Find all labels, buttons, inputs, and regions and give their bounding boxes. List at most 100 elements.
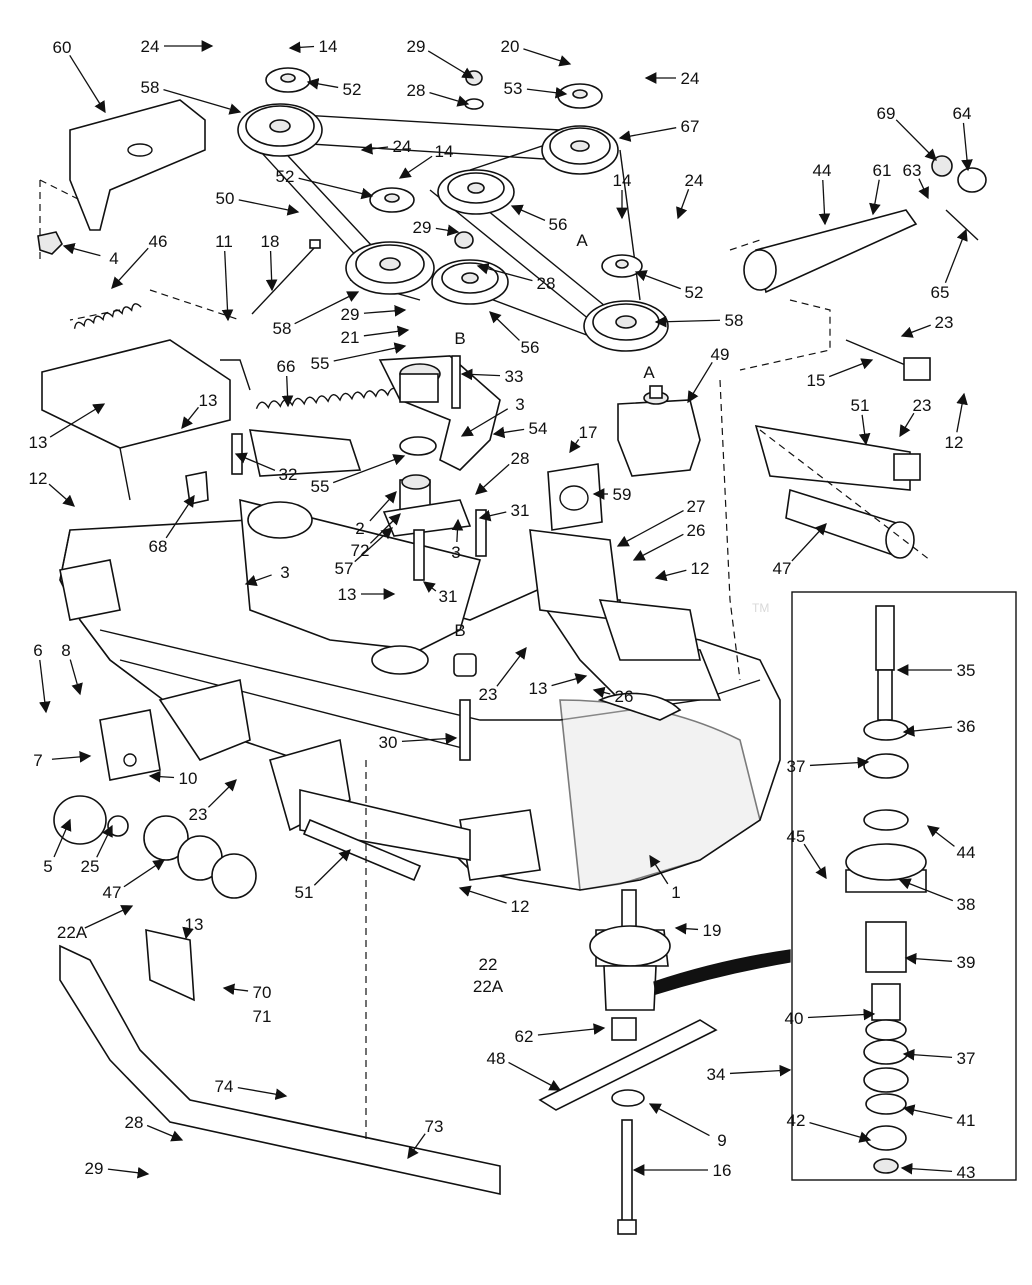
spindle-assembly [589, 889, 671, 1011]
callout-label-c7: 7 [33, 751, 42, 770]
callout-label-c54: 54 [529, 419, 548, 438]
rod-51 [302, 818, 422, 882]
callout-label-c12b: 12 [29, 469, 48, 488]
callout-label-c24c: 24 [393, 137, 412, 156]
callout-label-c49: 49 [711, 345, 730, 364]
leader-line-c8 [69, 659, 83, 696]
leader-line-c62 [537, 1023, 606, 1036]
roller-47-right [785, 488, 915, 559]
callout-label-c29c: 29 [341, 305, 360, 324]
callout-label-c29b: 29 [413, 218, 432, 237]
leader-line-c34 [729, 1064, 792, 1077]
leader-line-c12b [48, 483, 75, 507]
callout-label-c11: 11 [215, 232, 233, 251]
mount-bracket [529, 529, 701, 661]
callout-label-c28b: 28 [537, 274, 556, 293]
leader-line-c18 [265, 250, 278, 292]
leader-line-c28d [146, 1124, 184, 1142]
leader-line-c52b [298, 177, 374, 200]
leader-line-c15 [828, 358, 874, 378]
callout-label-c3a: 3 [515, 395, 524, 414]
spring-46 [73, 303, 142, 329]
leader-line-c23c [496, 646, 527, 687]
leader-line-c13b [181, 406, 199, 430]
leader-line-c66 [281, 375, 294, 408]
callout-label-c59: 59 [613, 485, 632, 504]
leader-line-c60 [69, 54, 106, 114]
callout-label-c44b: 44 [957, 843, 976, 862]
callout-label-c12c: 12 [691, 559, 710, 578]
idler-arm-11 [41, 289, 251, 501]
callout-label-c61: 61 [873, 161, 892, 180]
callout-label-c42: 42 [787, 1111, 806, 1130]
leader-line-c67 [618, 127, 677, 142]
mount-arm [269, 738, 471, 861]
leader-line-c19 [674, 922, 699, 935]
callout-label-c18: 18 [261, 232, 280, 251]
callout-label-c26a: 26 [687, 521, 706, 540]
callout-label-c10: 10 [179, 769, 198, 788]
pulley-58-top [237, 103, 323, 157]
bolt-65 [945, 209, 979, 241]
plate-59 [547, 463, 603, 531]
callout-label-c24b: 24 [681, 69, 700, 88]
leader-line-c69 [895, 119, 937, 161]
leader-line-c24c [360, 142, 389, 155]
rollers-47-left [143, 815, 257, 899]
leader-line-c23d [207, 779, 237, 808]
leader-line-c30 [401, 732, 458, 745]
leader-line-c49 [687, 361, 713, 404]
pulley-67 [541, 125, 619, 175]
leader-line-c47a [791, 523, 827, 562]
callout-label-c8: 8 [61, 641, 70, 660]
callout-label-c6: 6 [33, 641, 42, 660]
callout-label-c13c: 13 [338, 585, 357, 604]
leader-line-c44a [818, 179, 831, 226]
callout-label-c65: 65 [931, 283, 950, 302]
callout-label-c58c: 58 [725, 311, 744, 330]
leader-line-c31b [422, 581, 437, 593]
pulley-52-top [265, 67, 311, 93]
callout-label-c58b: 58 [273, 319, 292, 338]
leader-line-c73 [407, 1133, 426, 1160]
front-bracket [99, 679, 251, 781]
callout-label-c58a: 58 [141, 78, 160, 97]
callout-label-c37b: 37 [957, 1049, 976, 1068]
callout-label-c51a: 51 [851, 396, 870, 415]
leader-line-c37b [902, 1048, 953, 1061]
callout-label-c37a: 37 [787, 757, 806, 776]
leader-line-c22A1 [84, 905, 134, 929]
callout-label-c22A1: 22A [57, 923, 88, 942]
callout-label-c43: 43 [957, 1163, 976, 1182]
leader-line-c2 [369, 491, 397, 522]
callout-label-c28d: 28 [125, 1113, 144, 1132]
callout-label-c33: 33 [505, 367, 524, 386]
callout-label-c32: 32 [279, 465, 298, 484]
leader-line-c57 [354, 527, 393, 563]
callout-label-c36: 36 [957, 717, 976, 736]
leader-line-c29c [363, 304, 407, 317]
callout-label-c23d: 23 [189, 805, 208, 824]
leader-line-c24d [676, 188, 690, 220]
leader-line-c21 [363, 325, 410, 338]
callout-label-c27: 27 [687, 497, 706, 516]
leader-line-c44b [926, 825, 955, 847]
callout-label-cA2: A [643, 363, 655, 382]
callout-label-c56a: 56 [549, 215, 568, 234]
callout-label-c70: 70 [253, 983, 272, 1002]
callout-label-c52a: 52 [343, 80, 362, 99]
callout-label-c19: 19 [703, 921, 722, 940]
callout-label-c30: 30 [379, 733, 398, 752]
callout-label-c64: 64 [953, 104, 972, 123]
callout-label-c13a: 13 [29, 433, 48, 452]
leader-line-c53 [526, 86, 568, 99]
nut-29-mid [454, 231, 474, 249]
callout-label-c52c: 52 [685, 283, 704, 302]
callout-label-c48: 48 [487, 1049, 506, 1068]
leader-line-c39 [904, 952, 953, 965]
leader-line-c17 [569, 439, 581, 454]
watermark-tm: TM [752, 601, 769, 615]
knob-4 [37, 231, 63, 255]
leader-line-c7 [51, 751, 92, 763]
